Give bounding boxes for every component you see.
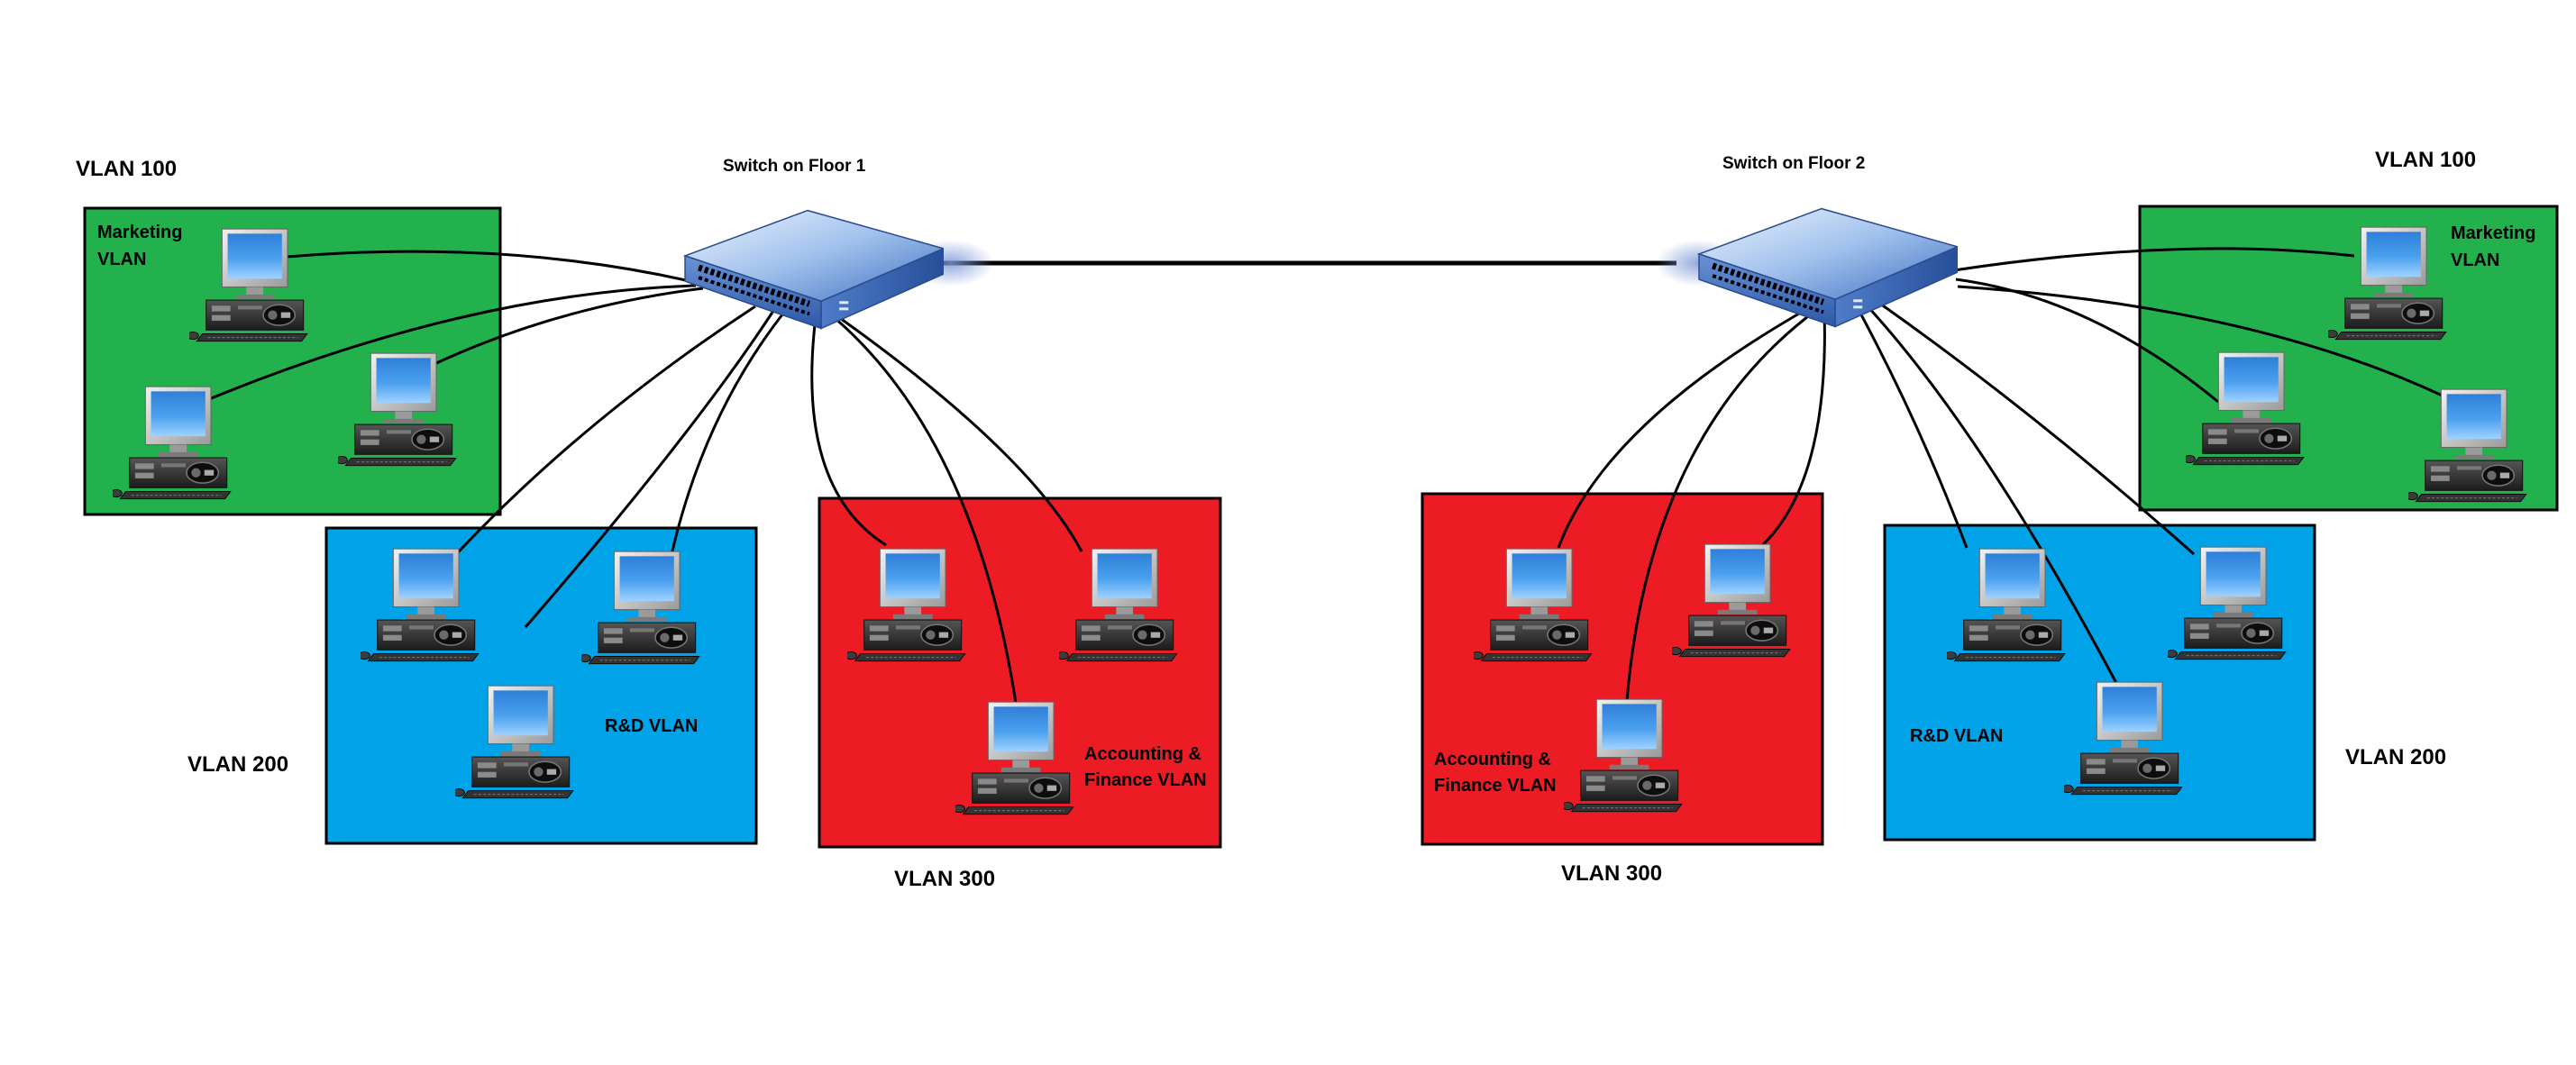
vlan-tag-marketing-right: VLAN 100 — [2375, 148, 2476, 172]
cable — [1879, 302, 2195, 556]
vlan-tag-accounting-right: VLAN 300 — [1561, 861, 1662, 886]
network-switch-icon — [685, 211, 944, 329]
cable — [827, 310, 1018, 704]
switch-label-floor-2: Switch on Floor 2 — [1722, 154, 1865, 173]
zone-label-rd-right: R&D VLAN — [1910, 726, 2003, 746]
vlan-tag-accounting-left: VLAN 300 — [894, 867, 995, 891]
zone-label-line: Accounting & — [1084, 744, 1201, 764]
vlan-tag-marketing-left: VLAN 100 — [76, 157, 177, 181]
cable — [1955, 278, 2219, 404]
zone-label-line: R&D VLAN — [1910, 726, 2003, 746]
zone-label-line: VLAN — [97, 250, 146, 269]
zone-label-line: Finance VLAN — [1434, 776, 1557, 796]
cable — [208, 284, 697, 401]
zone-label-line: R&D VLAN — [605, 716, 698, 736]
vlan-tag-rd-right: VLAN 200 — [2345, 745, 2446, 769]
zone-label-line: Marketing — [97, 223, 182, 242]
zone-label-line: Marketing — [2451, 223, 2535, 243]
zone-label-accounting-right: Accounting & Finance VLAN — [1434, 750, 1557, 796]
zone-label-accounting-left: Accounting & Finance VLAN — [1084, 744, 1207, 790]
network-switch-icon — [1699, 209, 1958, 327]
cable — [524, 307, 777, 628]
cable — [286, 250, 695, 284]
cable — [1855, 305, 1969, 549]
cable — [1953, 247, 2355, 272]
zone-label-marketing-left: Marketing VLAN — [97, 223, 187, 269]
cable — [1625, 306, 1820, 702]
cable — [1957, 285, 2447, 399]
cable — [446, 305, 756, 565]
zone-label-line: VLAN — [2451, 250, 2499, 270]
cables — [208, 247, 2447, 704]
cable — [1866, 305, 2118, 684]
zone-label-marketing-right: Marketing VLAN — [2451, 223, 2541, 270]
switch-label-floor-1: Switch on Floor 1 — [723, 157, 866, 176]
cable — [1557, 305, 1813, 549]
cable — [669, 309, 788, 560]
zone-label-line: Accounting & — [1434, 750, 1551, 769]
zone-label-line: Finance VLAN — [1084, 770, 1207, 790]
cable — [830, 310, 1083, 552]
cable — [434, 287, 704, 366]
zone-label-rd-left: R&D VLAN — [605, 716, 698, 736]
cable — [1757, 309, 1826, 551]
cable — [810, 309, 887, 547]
vlan-tag-rd-left: VLAN 200 — [187, 752, 288, 777]
